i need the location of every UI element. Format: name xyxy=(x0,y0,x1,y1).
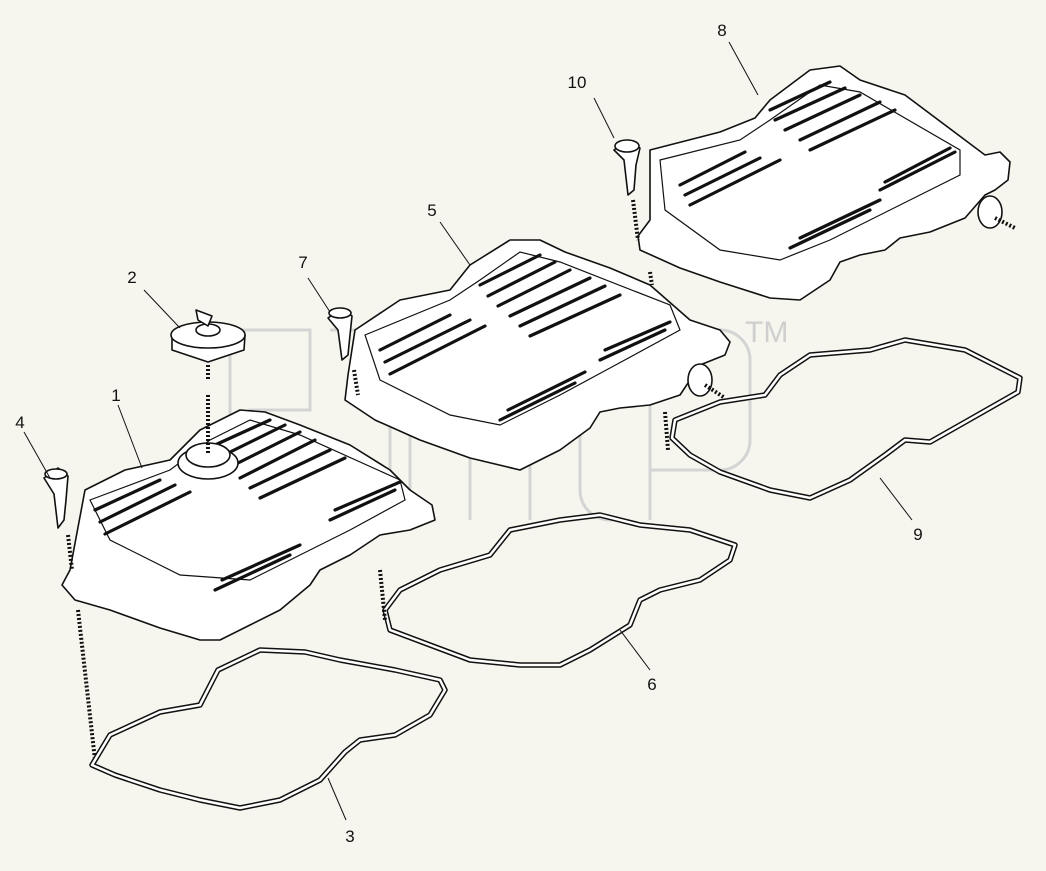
callout-5: 5 xyxy=(427,201,436,220)
callout-1: 1 xyxy=(111,386,120,405)
callout-6: 6 xyxy=(647,675,656,694)
gasket-9 xyxy=(663,337,1023,501)
valve-cover-8 xyxy=(637,65,1016,301)
bolt-4 xyxy=(43,467,69,529)
trademark-text: TM xyxy=(745,316,788,349)
valve-cover-1 xyxy=(61,409,436,761)
valve-cover-5 xyxy=(344,239,731,471)
callout-7: 7 xyxy=(298,253,307,272)
callout-9: 9 xyxy=(913,525,922,544)
callout-2: 2 xyxy=(127,268,136,287)
leader-lines xyxy=(23,41,913,821)
gasket-6 xyxy=(378,512,738,668)
callout-10: 10 xyxy=(568,73,587,92)
callout-4: 4 xyxy=(15,413,24,432)
callout-labels: 1 2 3 4 5 6 7 8 9 10 xyxy=(15,21,922,846)
bolt-10 xyxy=(613,139,654,286)
breather-cap-2 xyxy=(170,309,246,480)
bolt-7 xyxy=(327,307,360,396)
callout-8: 8 xyxy=(717,21,726,40)
callout-3: 3 xyxy=(345,827,354,846)
gasket-3 xyxy=(89,647,448,811)
